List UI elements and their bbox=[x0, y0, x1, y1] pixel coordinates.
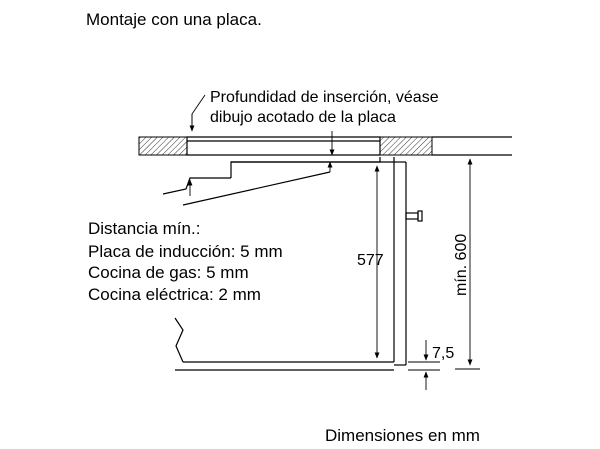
hob-body bbox=[186, 136, 381, 156]
dimension-min-600-label: mín. 600 bbox=[453, 234, 470, 296]
min-distance-heading: Distancia mín.: bbox=[88, 219, 200, 238]
dimension-min-600 bbox=[455, 154, 480, 370]
min-distance-electric: Cocina eléctrica: 2 mm bbox=[88, 285, 261, 304]
oven-rear-break-bottom bbox=[174, 317, 184, 363]
oven-handle-knob bbox=[417, 210, 423, 222]
countertop-right bbox=[379, 136, 433, 156]
dimension-7-5 bbox=[408, 340, 440, 390]
units-note: Dimensiones en mm bbox=[325, 426, 480, 445]
oven-handle bbox=[405, 212, 419, 220]
oven-rear-top bbox=[162, 177, 231, 195]
oven bbox=[162, 157, 423, 371]
diagram-title: Montaje con una placa. bbox=[86, 10, 262, 29]
dimension-577-label: 577 bbox=[357, 252, 384, 269]
countertop-left bbox=[138, 136, 188, 156]
insertion-note-line1: Profundidad de inserción, véase bbox=[210, 89, 439, 106]
min-distance-induction: Placa de inducción: 5 mm bbox=[88, 242, 283, 261]
min-distance-gas: Cocina de gas: 5 mm bbox=[88, 263, 249, 282]
oven-top-slope bbox=[182, 171, 331, 206]
oven-top-edge bbox=[230, 157, 381, 178]
hob bbox=[186, 136, 381, 156]
insertion-note-line2: dibujo acotado de la placa bbox=[210, 109, 396, 126]
oven-top-corner bbox=[380, 157, 395, 163]
countertop bbox=[138, 136, 512, 156]
dimension-7-5-label: 7,5 bbox=[432, 345, 454, 362]
insertion-depth-leader bbox=[189, 94, 335, 156]
dimension-577 bbox=[366, 161, 386, 363]
leader-line bbox=[191, 94, 206, 131]
